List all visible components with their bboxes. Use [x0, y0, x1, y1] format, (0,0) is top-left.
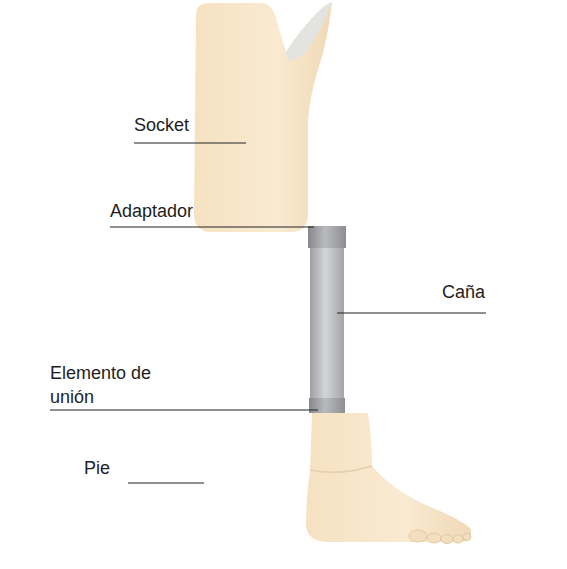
adapter [308, 226, 346, 248]
part-label: Elemento de unión [50, 361, 162, 409]
leader-lines [50, 143, 486, 483]
leader-line [50, 409, 318, 410]
leader-line [337, 312, 486, 313]
leader-line [110, 226, 314, 227]
part-label: Adaptador [110, 199, 250, 223]
toes [409, 530, 471, 544]
part-label: Pie [84, 456, 144, 480]
socket [194, 2, 332, 232]
leader-line [128, 482, 204, 483]
pylon [310, 226, 344, 404]
leader-line [134, 142, 246, 143]
part-label: Socket [134, 113, 254, 137]
joint-element [309, 398, 345, 413]
socket-inner [286, 2, 332, 60]
part-label: Caña [442, 280, 542, 304]
ankle-edge [310, 466, 372, 472]
foot [306, 413, 471, 542]
